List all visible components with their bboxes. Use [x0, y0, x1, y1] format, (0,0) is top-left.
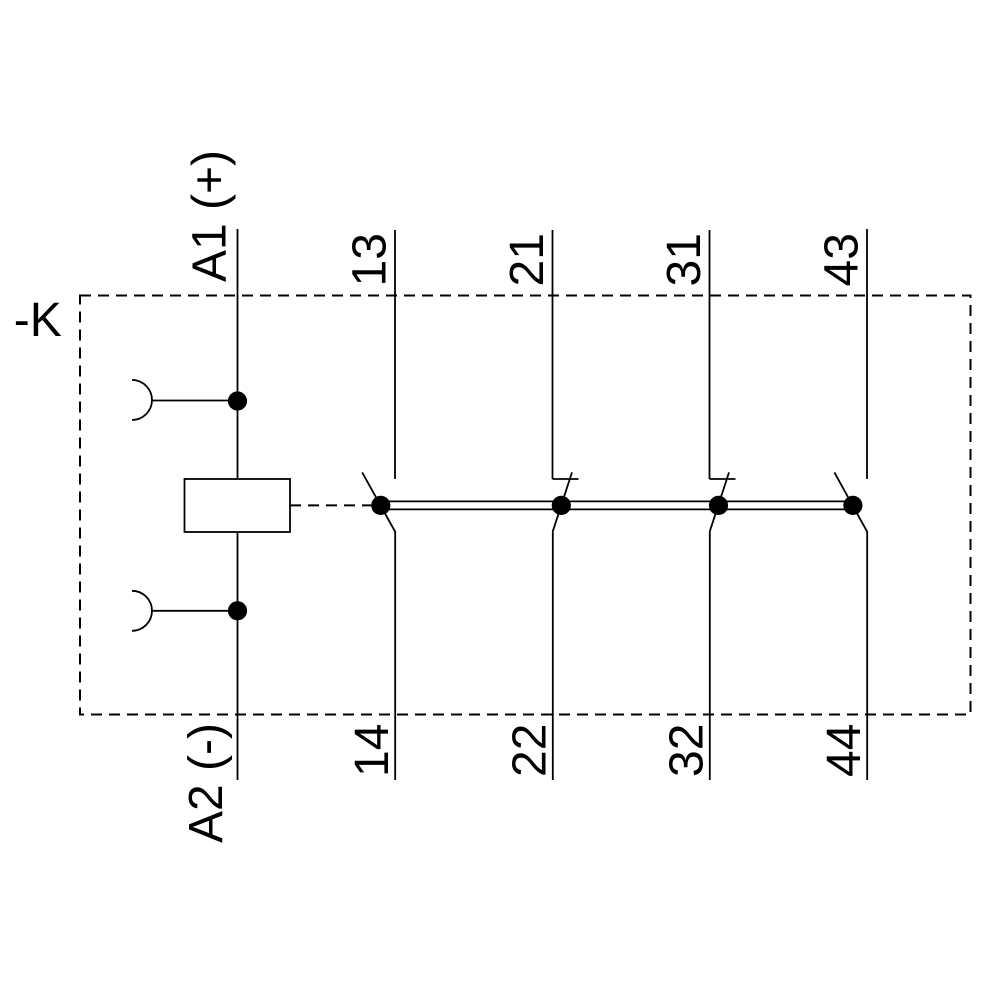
svg-text:A1 (+): A1 (+): [184, 150, 237, 282]
svg-text:31: 31: [658, 233, 711, 286]
svg-text:14: 14: [346, 724, 399, 777]
svg-text:21: 21: [501, 233, 554, 286]
svg-text:A2 (-): A2 (-): [180, 723, 233, 843]
svg-text:43: 43: [816, 233, 869, 286]
svg-text:32: 32: [661, 724, 714, 777]
svg-text:13: 13: [344, 233, 397, 286]
svg-text:22: 22: [504, 724, 557, 777]
svg-text:-K: -K: [14, 294, 62, 347]
svg-text:44: 44: [818, 724, 871, 777]
